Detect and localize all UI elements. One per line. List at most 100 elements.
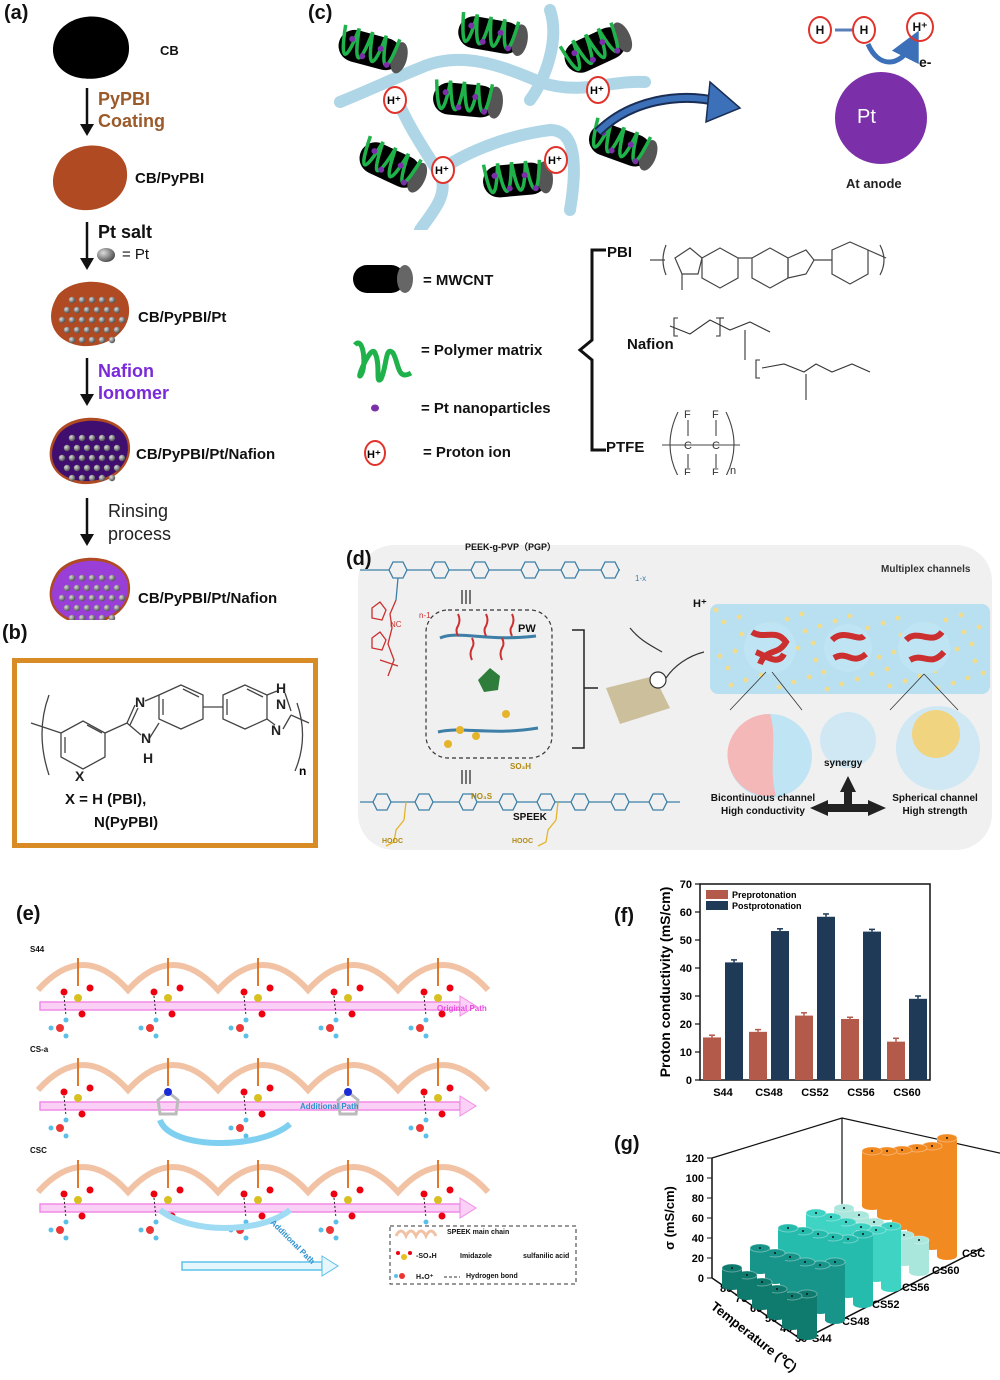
hydrogen-bond — [333, 1197, 337, 1219]
bar-error-dot — [806, 1293, 808, 1295]
caption-line: Bicontinuous channel — [710, 793, 816, 804]
one-minus-x: 1-x — [635, 574, 647, 583]
pt-nanoparticle — [378, 166, 385, 173]
pt-dot — [68, 454, 76, 462]
additional-path-arrow — [158, 1207, 292, 1231]
pt-dot — [108, 594, 116, 602]
hooc-group: HOOC — [382, 838, 403, 845]
z-tick-label: 0 — [698, 1273, 704, 1285]
benzene-ring — [470, 561, 490, 579]
benzene-ring — [520, 561, 540, 579]
so3h-icon — [396, 1251, 412, 1260]
arrow-label: = Pt — [122, 246, 150, 263]
pt-dot — [88, 434, 96, 442]
h3o-h — [48, 1125, 54, 1131]
h3o-h — [243, 1219, 249, 1225]
ion-dot — [817, 623, 823, 629]
ion-dot — [725, 665, 731, 671]
bar-error-dot — [918, 1239, 920, 1241]
hydrogen-bond — [153, 1197, 157, 1219]
bar-body — [750, 1248, 770, 1270]
sample-tick-label: CS56 — [902, 1282, 930, 1294]
double-arrow-icon — [810, 776, 886, 816]
x-tick-label: CS60 — [893, 1087, 921, 1099]
o-atom — [420, 988, 428, 996]
proton-text: H⁺ — [590, 85, 604, 97]
h3o-o — [56, 1226, 64, 1234]
pt-dot — [88, 454, 96, 462]
y-tick-label: 60 — [680, 907, 692, 919]
bar-error-dot — [774, 1252, 776, 1254]
pbi-caption-line1: X = H (PBI), — [65, 791, 147, 808]
atom-label: N — [276, 696, 286, 712]
s-atom — [434, 994, 442, 1002]
pt-nanoparticle — [472, 93, 479, 100]
bar-error-dot — [789, 1256, 791, 1258]
x-tick-label: CS56 — [847, 1087, 875, 1099]
pt-dot — [103, 326, 111, 334]
hydrogen-bond — [243, 1095, 247, 1117]
benzene-ring — [414, 793, 434, 811]
brace-icon — [577, 248, 606, 452]
ion-dot — [847, 613, 853, 619]
x-tick-label: S44 — [713, 1087, 733, 1099]
bar-postprotonation — [863, 931, 881, 1080]
membrane-film — [606, 676, 670, 724]
o-atom — [446, 984, 454, 992]
atom-label: H — [143, 750, 153, 766]
bar3d — [861, 1146, 883, 1210]
ion-dot — [943, 617, 949, 623]
pt-dot — [78, 336, 86, 344]
ion-dot — [806, 674, 812, 680]
o-atom — [266, 1084, 274, 1092]
pbi-structure: N N H H N N X n — [30, 680, 310, 784]
pt-dot — [68, 474, 76, 482]
o-atom — [446, 1084, 454, 1092]
pt-dot — [73, 306, 81, 314]
hydrogen-bond — [63, 1197, 67, 1219]
h3o-h — [243, 1033, 249, 1039]
pt-dot — [118, 594, 126, 602]
ion-dot — [732, 648, 738, 654]
bar-error-dot — [746, 1274, 748, 1276]
pt-nanoparticle — [442, 89, 449, 96]
h3o-h — [333, 1235, 339, 1241]
z-tick-label: 40 — [692, 1233, 704, 1245]
bar-error-dot — [871, 1150, 873, 1152]
ion-dot — [969, 641, 975, 647]
h3o-o — [326, 1024, 334, 1032]
arrow-head — [459, 1197, 477, 1219]
pt-nanoparticle — [521, 172, 528, 179]
ion-dot — [954, 646, 960, 652]
panel-g-label: (g) — [614, 1133, 640, 1155]
hydrogen-atom: H — [852, 16, 876, 44]
bar-error-dot — [759, 1247, 761, 1249]
proton-icon — [383, 86, 407, 114]
bar-error-dot — [731, 1267, 733, 1269]
polymer-matrix-icon — [353, 340, 413, 383]
pt-dot — [68, 316, 76, 324]
arrow-down-icon — [80, 88, 94, 136]
bar-error-dot — [830, 1216, 832, 1218]
legend-hbond: Hydrogen bond — [466, 1273, 518, 1280]
cb-pypbi-pt-particle — [51, 281, 130, 347]
o-atom — [258, 1010, 266, 1018]
pt-nanoparticle-icon — [371, 404, 379, 412]
y-axis-label: Proton conductivity (mS/cm) — [657, 887, 673, 1078]
bar3d — [721, 1263, 743, 1290]
arrow-label: Rinsing process — [108, 500, 171, 546]
proton-path-diagram — [35, 958, 577, 1285]
sample-tick-label: S44 — [812, 1333, 832, 1345]
h3o-h — [243, 1235, 249, 1241]
h3o-o — [236, 1124, 244, 1132]
n-minus-1: n-1 — [419, 611, 431, 620]
pt-nanoparticle — [468, 22, 475, 29]
pt-dot — [93, 584, 101, 592]
ion-dot — [965, 675, 971, 681]
arrow-label-line: PyPBI — [98, 89, 151, 109]
hydrogen-bond — [243, 995, 247, 1017]
pt-dot — [63, 306, 71, 314]
bar-base — [750, 1266, 770, 1274]
pt-dot — [58, 316, 66, 324]
h3o-h — [48, 1025, 54, 1031]
